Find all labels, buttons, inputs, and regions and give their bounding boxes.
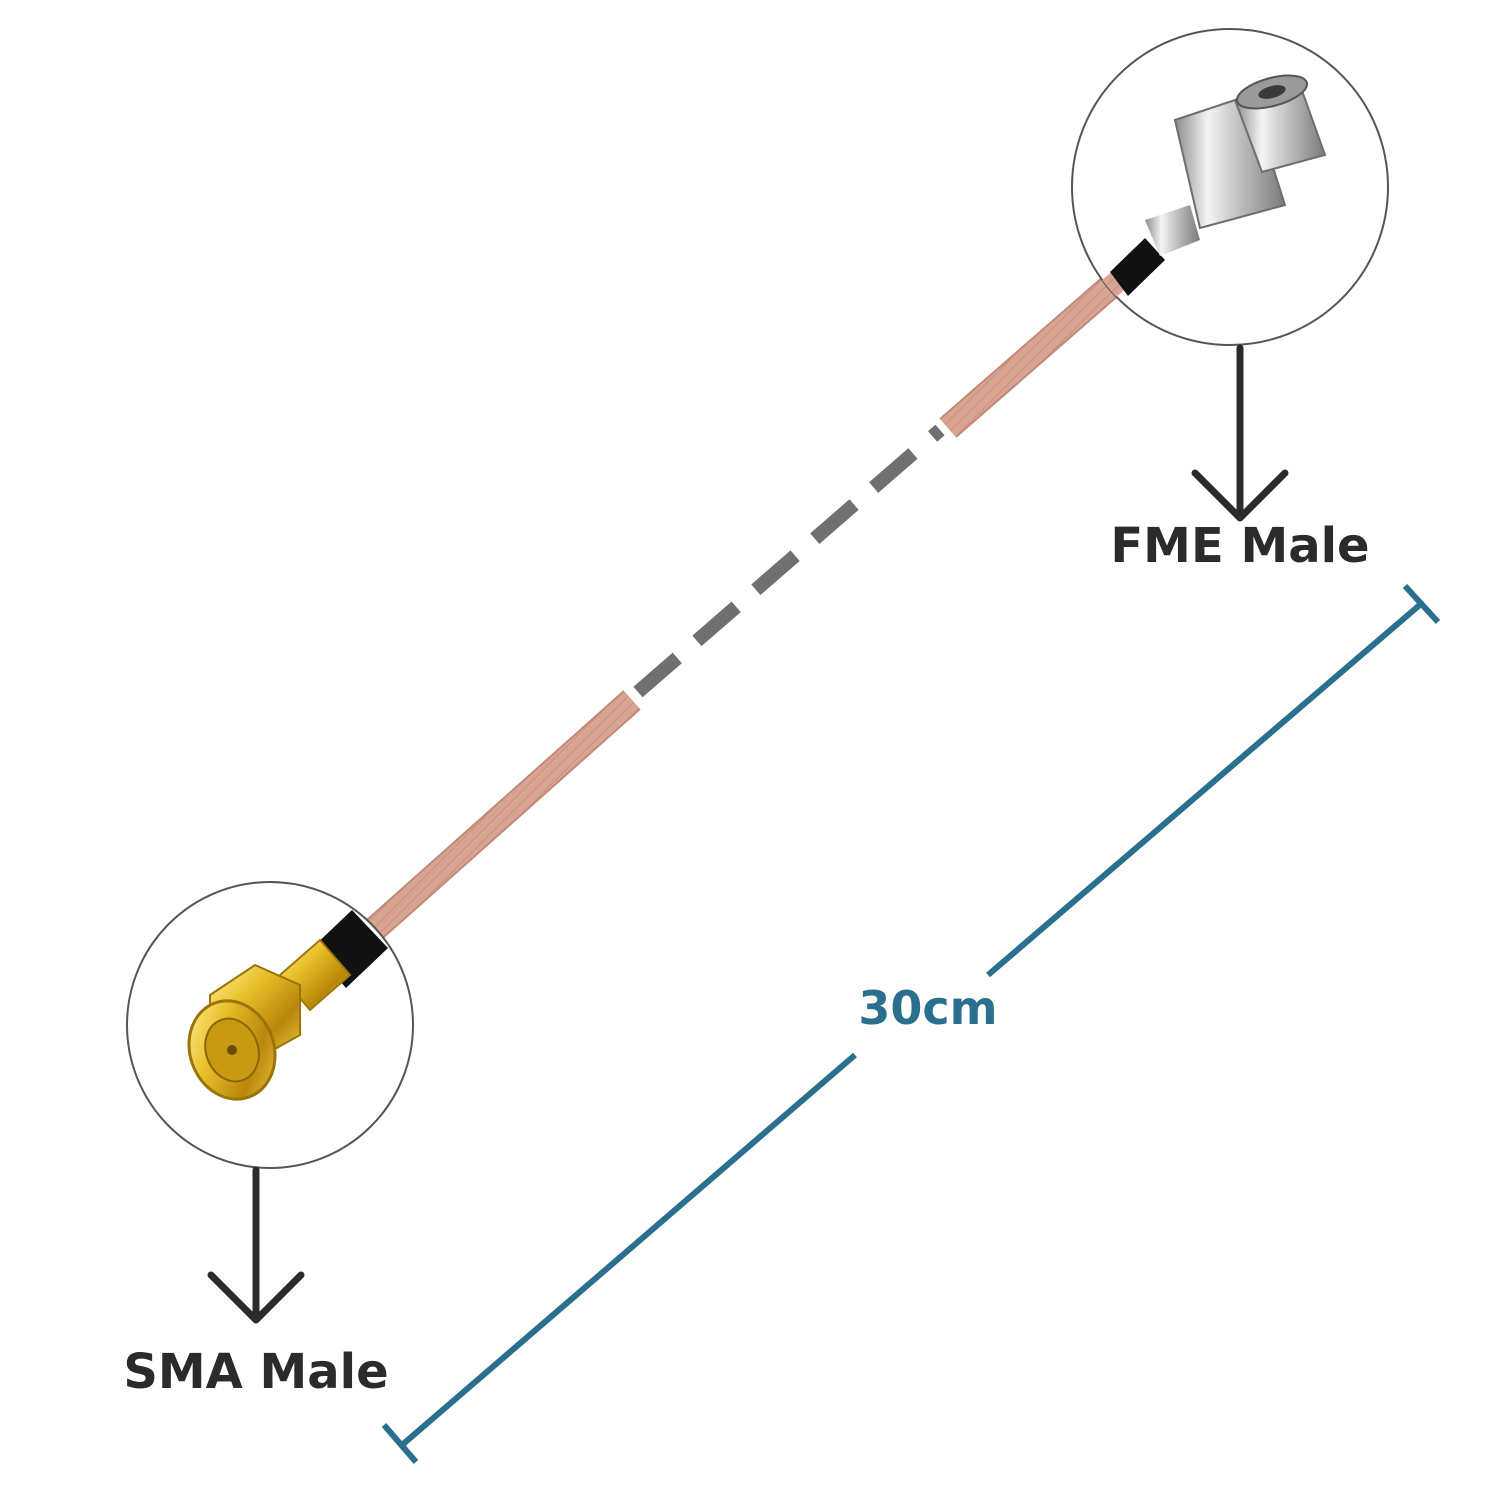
length-measure-line bbox=[381, 583, 1441, 1464]
down-arrow-icon bbox=[207, 1166, 305, 1324]
cable-dashed-break bbox=[633, 424, 945, 698]
length-label: 30cm bbox=[858, 981, 997, 1035]
down-arrow-icon bbox=[1191, 344, 1289, 522]
sma-callout bbox=[126, 881, 414, 1169]
sma-male-label: SMA Male bbox=[123, 1344, 388, 1400]
cable-lower-segment bbox=[331, 690, 641, 970]
cable-upper-segment bbox=[939, 268, 1129, 438]
fme-male-label: FME Male bbox=[1110, 518, 1369, 574]
sma-male-connector-icon bbox=[187, 910, 388, 1101]
